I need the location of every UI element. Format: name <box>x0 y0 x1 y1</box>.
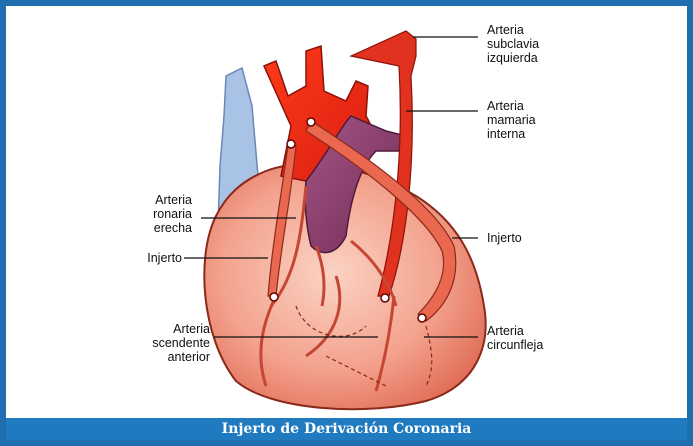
anastomosis-ring <box>418 314 426 322</box>
anastomosis-ring <box>381 294 389 302</box>
label-injerto-right: Injerto <box>487 231 522 245</box>
label-coronaria-derecha: Arteria ronaria erecha <box>110 193 192 235</box>
label-circunfleja: Arteria circunfleja <box>487 324 543 352</box>
figure-caption: Injerto de Derivación Coronaria <box>6 418 687 440</box>
anastomosis-ring <box>307 118 315 126</box>
label-descendente-anterior: Arteria scendente anterior <box>110 322 210 364</box>
anastomosis-ring <box>287 140 295 148</box>
label-subclavia-izquierda: Arteria subclavia izquierda <box>487 23 539 65</box>
anastomosis-ring <box>270 293 278 301</box>
label-injerto-left: Injerto <box>110 251 182 265</box>
heart-diagram <box>6 6 687 418</box>
label-mamaria-interna: Arteria mamaria interna <box>487 99 536 141</box>
